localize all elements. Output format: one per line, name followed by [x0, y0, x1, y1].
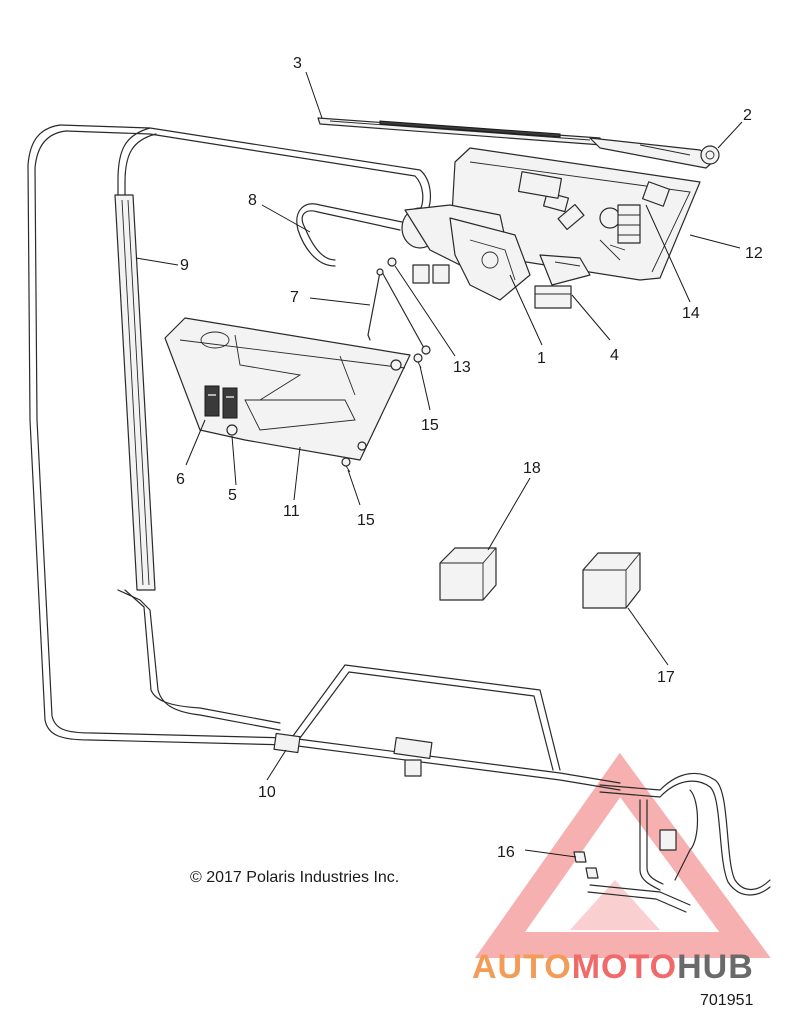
label-part-10: 10	[258, 784, 276, 801]
box-part-17	[582, 552, 641, 609]
connector-block	[617, 204, 641, 244]
label-part-11: 11	[283, 503, 300, 520]
label-part-4: 4	[610, 347, 619, 364]
watermark-hub: HUB	[677, 948, 754, 986]
fastener-15a	[413, 353, 423, 369]
fastener-13	[387, 257, 397, 267]
label-part-5: 5	[228, 487, 237, 504]
washer-hose	[296, 203, 403, 267]
cable-rod	[367, 268, 431, 355]
wiper-blade	[317, 117, 603, 146]
label-part-2: 2	[743, 107, 752, 124]
label-part-16: 16	[497, 844, 515, 861]
label-part-17: 17	[657, 669, 675, 686]
label-part-7: 7	[290, 289, 299, 306]
rocker-switches	[204, 385, 238, 419]
relay-module	[534, 285, 572, 309]
label-part-14: 14	[682, 305, 700, 322]
relay-pair	[412, 264, 450, 284]
label-part-12: 12	[745, 245, 763, 262]
label-part-3: 3	[293, 55, 302, 72]
watermark-moto: MOTO	[572, 948, 677, 986]
label-part-9: 9	[180, 257, 189, 274]
switch-knob	[226, 424, 238, 436]
label-part-13: 13	[453, 359, 471, 376]
seal-strip	[114, 194, 156, 591]
watermark-logo-icon	[474, 752, 771, 958]
copyright-text: © 2017 Polaris Industries Inc.	[190, 869, 399, 886]
watermark-auto: AUTO	[472, 948, 572, 986]
switch-panel	[164, 317, 411, 461]
label-part-1: 1	[537, 350, 546, 367]
label-part-18: 18	[523, 460, 541, 477]
label-part-8: 8	[248, 192, 257, 209]
label-part-6: 6	[176, 471, 185, 488]
leader-lines	[135, 71, 743, 858]
wiper-arm	[589, 137, 720, 169]
wiper-motor	[401, 204, 591, 301]
fastener-15b	[341, 457, 351, 473]
label-part-15a: 15	[421, 417, 439, 434]
diagram-id: 701951	[700, 992, 753, 1009]
watermark-text: AUTOMOTOHUB	[472, 948, 754, 986]
fastener-16	[573, 851, 599, 879]
label-part-15b: 15	[357, 512, 375, 529]
box-part-18	[439, 547, 497, 601]
